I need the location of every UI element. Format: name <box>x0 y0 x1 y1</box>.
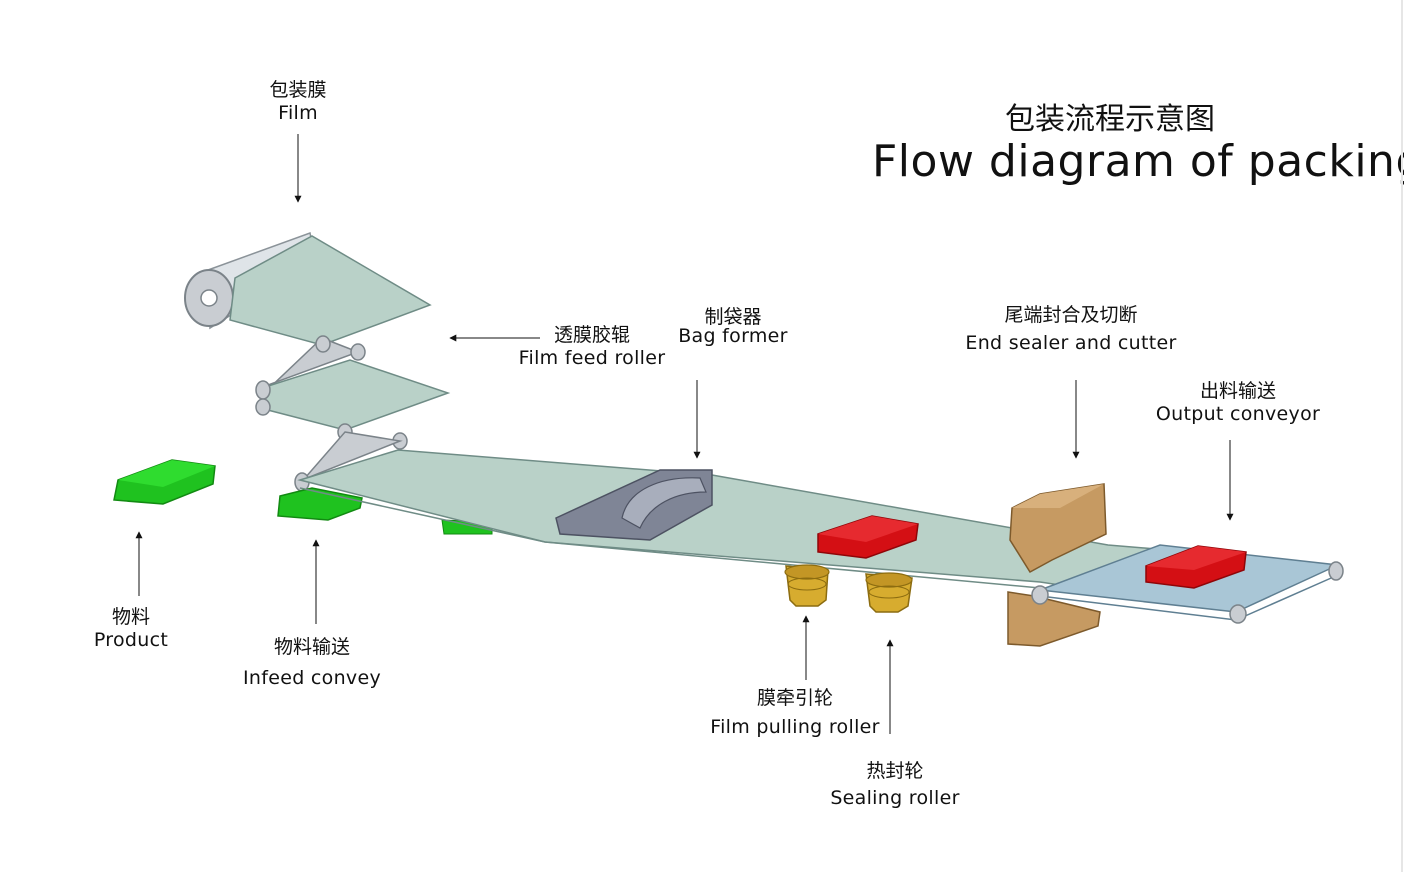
label-output-conveyor-en: Output conveyor <box>1155 402 1321 425</box>
label-sealing-roller: 热封轮 Sealing roller <box>820 758 970 811</box>
label-output-conveyor: 出料输送 Output conveyor <box>1148 380 1328 426</box>
right-edge-divider <box>1401 0 1403 872</box>
product-block-output <box>1145 545 1247 589</box>
label-output-conveyor-zh: 出料输送 <box>1199 380 1276 402</box>
label-film-pulling-roller: 膜牵引轮 Film pulling roller <box>700 684 890 743</box>
label-end-sealer: 尾端封合及切断 End sealer and cutter <box>958 302 1184 357</box>
film-web-bottom-edge <box>299 487 1041 589</box>
label-end-sealer-en: End sealer and cutter <box>965 331 1177 354</box>
title-english: Flow diagram of packing <box>872 136 1404 187</box>
label-product: 物料 Product <box>76 606 186 652</box>
label-film-feed-roller: 透膜胶辊 Film feed roller <box>512 324 672 370</box>
label-bag-former-zh: 制袋器 <box>704 306 762 328</box>
label-film-pulling-roller-en: Film pulling roller <box>710 716 880 739</box>
sealing-roller-shape <box>865 572 913 613</box>
label-bag-former-en: Bag former <box>678 325 788 347</box>
product-block-wrapped <box>817 515 919 559</box>
label-film-feed-roller-zh: 透膜胶辊 <box>553 324 630 346</box>
label-infeed-convey-en: Infeed convey <box>242 667 381 690</box>
label-sealing-roller-zh: 热封轮 <box>866 760 924 782</box>
label-end-sealer-zh: 尾端封合及切断 <box>1004 304 1138 326</box>
film-sheet-upper <box>229 235 432 346</box>
label-film-feed-roller-en: Film feed roller <box>518 346 666 369</box>
label-sealing-roller-en: Sealing roller <box>830 786 960 809</box>
label-bag-former: 制袋器 Bag former <box>668 308 798 346</box>
label-film-pulling-roller-zh: 膜牵引轮 <box>756 687 833 709</box>
end-sealer-lower-jaw <box>1007 591 1101 647</box>
callout-arrows <box>135 134 1234 734</box>
label-infeed-convey-zh: 物料输送 <box>273 636 350 658</box>
end-sealer-upper-jaw <box>1009 483 1107 573</box>
label-infeed-convey: 物料输送 Infeed convey <box>232 632 392 695</box>
label-product-en: Product <box>93 628 169 651</box>
product-block-loose <box>113 459 216 505</box>
film-feed-rollers <box>255 335 451 492</box>
label-film: 包装膜 Film <box>248 79 348 125</box>
label-film-en: Film <box>278 101 318 124</box>
film-pulling-roller-shape <box>784 564 830 607</box>
bag-former-shape <box>555 469 713 541</box>
title-chinese: 包装流程示意图 <box>1005 102 1215 137</box>
label-product-zh: 物料 <box>111 606 150 628</box>
label-film-zh: 包装膜 <box>269 79 327 101</box>
